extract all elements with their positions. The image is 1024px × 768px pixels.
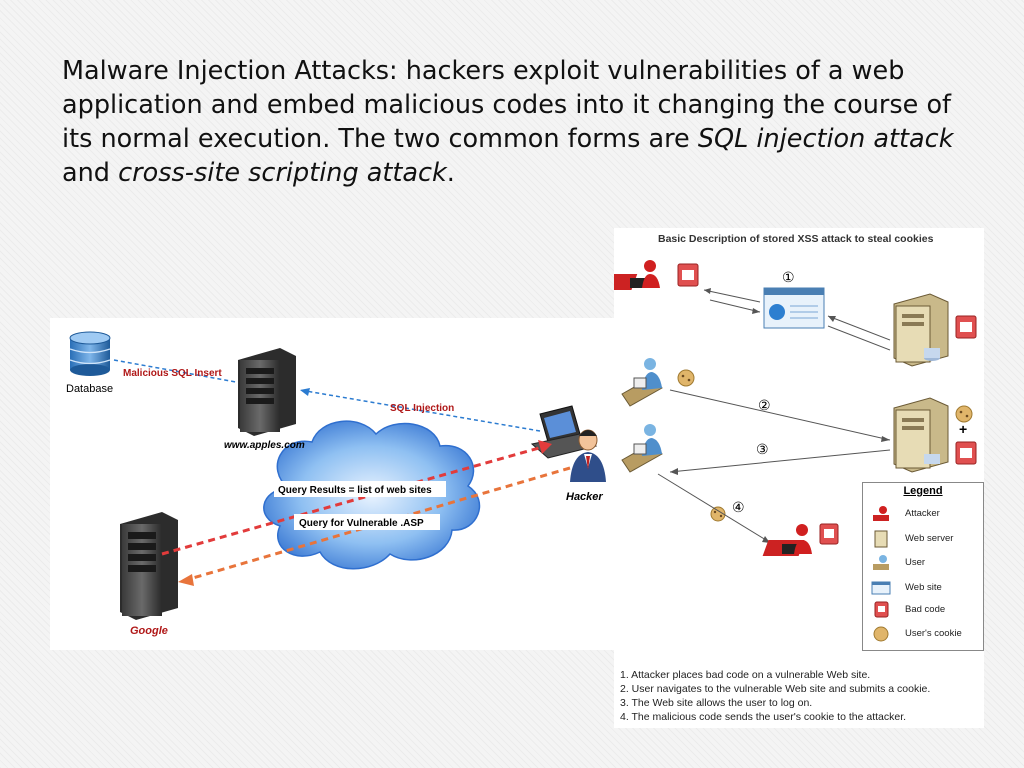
user-icon [873, 555, 889, 570]
step-1-arrow-d [827, 325, 891, 351]
web-server-middle-icon [893, 397, 949, 473]
xss-step-4: 4. The malicious code sends the user's c… [620, 711, 907, 723]
legend-item-cookie: User's cookie [871, 625, 979, 645]
legend-item-attacker: Attacker [871, 505, 979, 525]
legend-item-web-site: Web site [871, 579, 979, 599]
web-server-top-icon [893, 293, 949, 367]
bad-code-server-icon [955, 315, 977, 339]
cookie-server-icon [955, 405, 973, 423]
sql-injection-diagram: Database www.apples.com Malicious SQL In… [50, 318, 614, 650]
step-1-marker: ① [782, 269, 795, 285]
step-3-marker: ③ [756, 441, 769, 457]
legend-item-user: User [871, 554, 979, 574]
xss-steps-list: 1. Attacker places bad code on a vulnera… [620, 668, 980, 724]
xss-diagram: Basic Description of stored XSS attack t… [614, 228, 984, 728]
step-1-arrow-a [703, 289, 761, 303]
legend-item-web-server: Web server [871, 530, 979, 550]
user-top-icon [621, 358, 663, 407]
attacker-top-icon [614, 260, 660, 290]
query-results-label: Query Results = list of web sites [278, 485, 432, 496]
database-label: Database [66, 383, 113, 395]
legend-item-bad-code: Bad code [871, 601, 979, 621]
sql-injection-line [299, 389, 541, 432]
xss-term: cross-site scripting attack [118, 158, 447, 188]
xss-step-3: 3. The Web site allows the user to log o… [620, 697, 813, 709]
step-1-arrow-b [709, 299, 761, 313]
cookie-transit-icon [710, 506, 726, 522]
hacker-icon [570, 429, 606, 482]
website-window-icon [763, 287, 825, 329]
hacker-label: Hacker [566, 491, 603, 503]
apples-server-icon [238, 348, 296, 436]
sql-injection-label: SQL Injection [390, 403, 454, 414]
legend: Legend Attacker Web server User Web site… [862, 482, 984, 651]
malicious-sql-insert-label: Malicious SQL Insert [123, 368, 222, 379]
slide-title: Malware Injection Attacks: hackers explo… [62, 56, 954, 188]
cookie-top-icon [677, 369, 695, 387]
attacker-bottom-icon [762, 524, 812, 556]
web-site-icon [871, 581, 891, 595]
query-results-line [161, 444, 547, 556]
bad-code-server-middle-icon [955, 441, 977, 465]
query-vulnerable-label-box [294, 514, 440, 530]
step-1-arrow-c [827, 315, 891, 341]
step-2-marker: ② [758, 397, 771, 413]
google-label: Google [130, 625, 168, 637]
xss-step-2: 2. User navigates to the vulnerable Web … [620, 683, 931, 695]
legend-title: Legend [903, 485, 943, 497]
bad-code-bottom-icon [819, 523, 839, 545]
apples-label: www.apples.com [224, 440, 305, 451]
query-vulnerable-line [185, 466, 571, 582]
database-icon [69, 331, 111, 376]
google-server-icon [120, 512, 178, 620]
attacker-icon [873, 506, 889, 521]
sql-injection-term: SQL injection attack [697, 124, 954, 154]
step-4-marker: ④ [732, 499, 745, 515]
web-server-icon [874, 530, 888, 548]
bad-code-icon [874, 601, 889, 618]
step-2-arrow [669, 389, 891, 441]
query-results-label-box [274, 481, 446, 497]
user-bottom-icon [621, 424, 663, 473]
xss-step-1: 1. Attacker places bad code on a vulnera… [620, 669, 871, 681]
step-4-arrow [657, 473, 767, 541]
xss-title: Basic Description of stored XSS attack t… [658, 233, 934, 245]
cookie-icon [873, 626, 889, 642]
bad-code-top-icon [677, 263, 699, 287]
plus-sign: + [959, 421, 967, 437]
query-vulnerable-label: Query for Vulnerable .ASP [299, 518, 424, 529]
step-3-arrow [669, 449, 891, 473]
